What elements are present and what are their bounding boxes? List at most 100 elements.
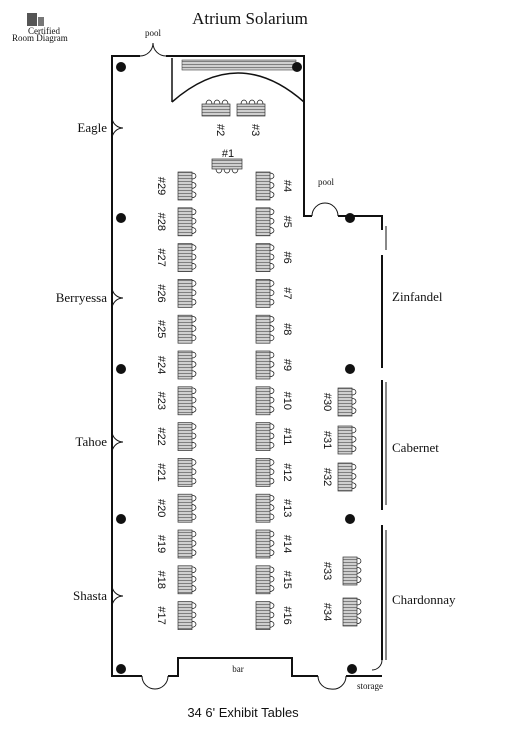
table-rect-27 [177, 243, 193, 272]
exhibit-table: #27 [155, 243, 197, 272]
table-rect-28 [177, 207, 193, 237]
room-zinfandel: Zinfandel [392, 289, 443, 304]
exhibit-table: #7 [255, 279, 293, 308]
room-cabernet: Cabernet [392, 440, 439, 455]
exhibit-table: #34 [321, 597, 362, 627]
exhibit-table: #6 [255, 243, 293, 272]
table-label-20: #20 [155, 499, 167, 517]
table-rect-30 [337, 387, 353, 417]
exhibit-table: #30 [321, 387, 357, 417]
exhibit-table: #24 [155, 350, 197, 380]
table-rect-32 [337, 462, 353, 492]
table-label-27: #27 [155, 248, 167, 266]
table-label-6: #6 [281, 251, 293, 263]
table-label-11: #11 [281, 428, 293, 446]
table-rect-22 [177, 422, 193, 451]
table-rect-20 [177, 493, 193, 523]
table-rect-34 [342, 597, 358, 627]
exhibit-table: #14 [255, 529, 293, 559]
table-label-31: #31 [321, 431, 333, 449]
doors [111, 42, 383, 690]
table-group-head: #1 [211, 148, 243, 174]
table-1 [211, 158, 243, 170]
exhibit-table: #19 [155, 529, 197, 559]
table-rect-12 [255, 458, 271, 487]
exhibit-table: #8 [255, 314, 293, 344]
page-title: Atrium Solarium [192, 9, 308, 28]
exhibit-table: #29 [155, 171, 197, 201]
exhibit-table: #10 [255, 386, 293, 416]
table-label-14: #14 [281, 535, 293, 553]
table-label-33: #33 [321, 562, 333, 580]
table-group-top: #2 #3 [201, 99, 266, 136]
table-rect-13 [255, 493, 271, 523]
table-rect-29 [177, 171, 193, 201]
certified-logo: Certified Room Diagram [12, 13, 68, 43]
exhibit-table: #20 [155, 493, 197, 523]
table-rect-4 [255, 171, 271, 201]
exhibit-table: #25 [155, 314, 197, 344]
table-label-30: #30 [321, 393, 333, 411]
exhibit-table: #28 [155, 207, 197, 237]
table-rect-8 [255, 314, 271, 344]
room-berryessa: Berryessa [56, 290, 107, 305]
table-label-23: #23 [155, 392, 167, 410]
exhibit-table: #12 [255, 458, 293, 487]
table-rect-16 [255, 601, 271, 630]
room-shasta: Shasta [73, 588, 107, 603]
exhibit-table: #22 [155, 422, 197, 451]
table-rect-33 [342, 556, 358, 586]
table-label-8: #8 [281, 323, 293, 335]
table-rect-14 [255, 529, 271, 559]
table-rect-9 [255, 350, 271, 380]
door-label-pool-right: pool [318, 177, 335, 187]
exhibit-table: #33 [321, 556, 362, 586]
table-rect-6 [255, 243, 271, 272]
logo-line1: Certified [28, 26, 60, 36]
table-rect-10 [255, 386, 271, 416]
table-label-34: #34 [321, 603, 333, 621]
table-rect-17 [177, 601, 193, 630]
room-walls [111, 55, 387, 677]
diagram-caption: 34 6' Exhibit Tables [187, 705, 299, 720]
table-label-17: #17 [155, 606, 167, 624]
table-rect-25 [177, 314, 193, 344]
table-label-25: #25 [155, 320, 167, 338]
exhibit-table: #31 [321, 425, 357, 455]
table-2 [201, 103, 231, 117]
table-label-12: #12 [281, 463, 293, 481]
table-label-24: #24 [155, 356, 167, 374]
exhibit-table: #17 [155, 601, 197, 630]
table-rect-11 [255, 422, 271, 451]
table-rect-5 [255, 207, 271, 237]
exhibit-table: #23 [155, 386, 197, 416]
room-eagle: Eagle [77, 120, 107, 135]
table-label-7: #7 [281, 287, 293, 299]
table-label-28: #28 [155, 213, 167, 231]
exhibit-table: #13 [255, 493, 293, 523]
table-label-3: #3 [249, 124, 261, 136]
table-label-22: #22 [155, 427, 167, 445]
exhibit-table: #26 [155, 279, 197, 308]
table-label-9: #9 [281, 359, 293, 371]
exhibit-table: #18 [155, 565, 197, 595]
table-label-5: #5 [281, 216, 293, 228]
table-label-32: #32 [321, 468, 333, 486]
exhibit-table: #15 [255, 565, 293, 595]
table-label-26: #26 [155, 284, 167, 302]
table-label-2: #2 [214, 124, 226, 136]
door-label-bar: bar [232, 664, 244, 674]
exhibit-table: #5 [255, 207, 293, 237]
exhibit-table: #11 [255, 422, 293, 451]
table-label-4: #4 [281, 180, 293, 192]
stage-area [171, 58, 305, 103]
table-rect-24 [177, 350, 193, 380]
table-rect-15 [255, 565, 271, 595]
table-label-15: #15 [281, 571, 293, 589]
table-label-13: #13 [281, 499, 293, 517]
table-label-1: #1 [222, 148, 234, 160]
table-rect-21 [177, 458, 193, 487]
table-rect-23 [177, 386, 193, 416]
exhibit-table: #16 [255, 601, 293, 630]
table-rect-18 [177, 565, 193, 595]
